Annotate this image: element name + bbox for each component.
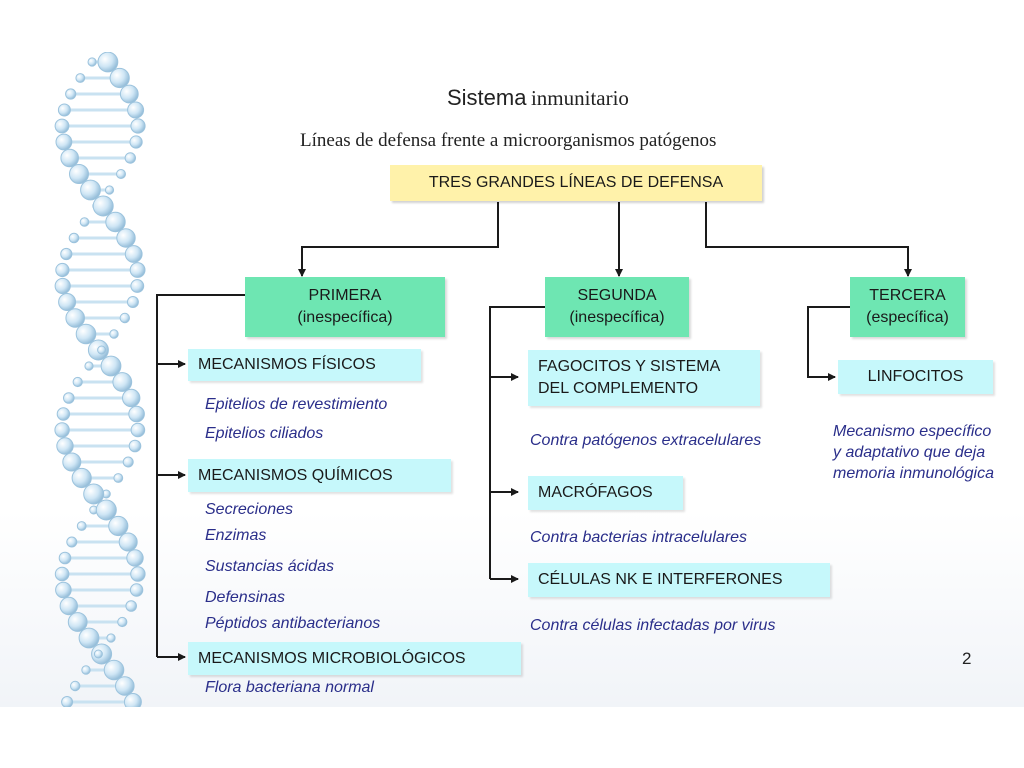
- line-second-title: SEGUNDA: [577, 287, 657, 304]
- note-quimicos-2: Enzimas: [205, 527, 267, 544]
- page-title: Sistema inmunitario: [447, 85, 629, 111]
- note-macrofagos: Contra bacterias intracelulares: [530, 529, 747, 546]
- connector-second-bracket: [489, 306, 545, 579]
- item-box-fagocitos: FAGOCITOS Y SISTEMA DEL COMPLEMENTO: [528, 350, 760, 406]
- title-main: Sistema: [447, 85, 527, 110]
- connector-root-to-third: [705, 202, 912, 277]
- note-quimicos-3: Sustancias ácidas: [205, 558, 334, 575]
- note-nk: Contra células infectadas por virus: [530, 617, 776, 634]
- slide: Sistema inmunitario Líneas de defensa fr…: [0, 52, 1024, 707]
- item-linfocitos-label: LINFOCITOS: [867, 368, 964, 385]
- note-quimicos-4: Defensinas: [205, 589, 286, 606]
- note-fagocitos: Contra patógenos extracelulares: [530, 432, 762, 449]
- line-first-title: PRIMERA: [308, 287, 382, 304]
- page-number: 2: [962, 649, 972, 668]
- item-nk-label: CÉLULAS NK E INTERFERONES: [538, 571, 783, 588]
- line-third-subtitle: (específica): [866, 309, 949, 326]
- line-box-third: TERCERA (específica): [850, 277, 965, 337]
- note-fisicos-2: Epitelios ciliados: [205, 425, 324, 442]
- root-label: TRES GRANDES LÍNEAS DE DEFENSA: [428, 174, 724, 191]
- connector-root-to-first: [298, 202, 499, 277]
- connector-third-bracket: [807, 306, 850, 381]
- note-fisicos-1: Epitelios de revestimiento: [205, 396, 388, 413]
- item-box-microbiologicos: MECANISMOS MICROBIOLÓGICOS: [188, 642, 521, 675]
- item-macrofagos-label: MACRÓFAGOS: [538, 484, 653, 501]
- line-box-first: PRIMERA (inespecífica): [245, 277, 445, 337]
- note-quimicos-5: Péptidos antibacterianos: [205, 615, 381, 632]
- item-box-quimicos: MECANISMOS QUÍMICOS: [188, 459, 451, 492]
- note-linfocitos-3: memoria inmunológica: [833, 465, 994, 482]
- item-microbiologicos-label: MECANISMOS MICROBIOLÓGICOS: [198, 649, 466, 667]
- item-box-fisicos: MECANISMOS FÍSICOS: [188, 349, 421, 381]
- item-box-nk: CÉLULAS NK E INTERFERONES: [528, 563, 830, 597]
- item-fagocitos-line2: DEL COMPLEMENTO: [538, 380, 699, 397]
- item-box-macrofagos: MACRÓFAGOS: [528, 476, 683, 510]
- root-box: TRES GRANDES LÍNEAS DE DEFENSA: [390, 165, 762, 201]
- note-quimicos-1: Secreciones: [205, 501, 294, 518]
- line-third-title: TERCERA: [869, 287, 946, 304]
- note-microbiologicos: Flora bacteriana normal: [205, 679, 374, 696]
- note-linfocitos-2: y adaptativo que deja: [833, 444, 986, 461]
- diagram-connectors: [156, 202, 912, 661]
- connector-first-bracket: [156, 294, 245, 657]
- line-box-second: SEGUNDA (inespecífica): [545, 277, 689, 337]
- note-linfocitos-1: Mecanismo específico: [833, 423, 992, 440]
- item-box-linfocitos: LINFOCITOS: [838, 360, 993, 394]
- page-subtitle: Líneas de defensa frente a microorganism…: [300, 130, 717, 151]
- dna-helix-decoration: [54, 52, 146, 707]
- line-second-subtitle: (inespecífica): [569, 309, 665, 326]
- line-first-subtitle: (inespecífica): [297, 309, 393, 326]
- item-fagocitos-line1: FAGOCITOS Y SISTEMA: [538, 358, 721, 375]
- item-quimicos-label: MECANISMOS QUÍMICOS: [198, 466, 393, 484]
- item-fisicos-label: MECANISMOS FÍSICOS: [198, 356, 376, 373]
- title-suffix: inmunitario: [530, 86, 629, 110]
